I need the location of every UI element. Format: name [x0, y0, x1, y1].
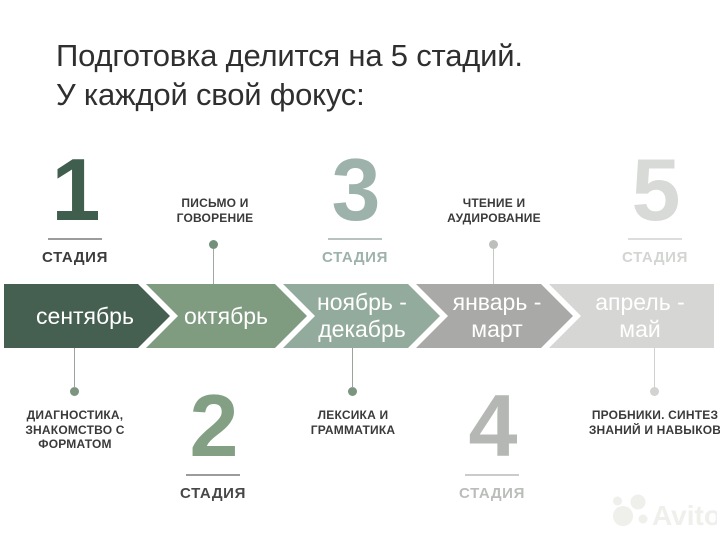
timeline-arrow-apr-may	[549, 284, 714, 348]
month-label-apr-may: апрель - май	[565, 284, 715, 348]
avito-logo-icon	[613, 496, 622, 506]
timeline-band	[4, 284, 714, 348]
stage-caption-1: СТАДИЯ	[42, 249, 108, 266]
month-line: декабрь	[318, 316, 406, 342]
avito-logo-icon	[638, 514, 648, 524]
stage-caption-5: СТАДИЯ	[622, 249, 688, 266]
page-title-line2: У каждой свой фокус:	[56, 77, 365, 112]
avito-watermark-text: Avito	[652, 500, 717, 531]
callout-mock-tests: ПРОБНИКИ. СИНТЕЗ ЗНАНИЙ И НАВЫКОВ	[565, 408, 720, 437]
stage-block-3: 3 СТАДИЯ	[300, 140, 410, 267]
stage-number-5: 5	[631, 140, 681, 239]
avito-logo-icon	[630, 494, 646, 510]
connector-line	[74, 348, 75, 388]
stage-rule-5	[628, 238, 682, 240]
connector-dot	[489, 240, 498, 249]
callout-line: ЗНАКОМСТВО С	[25, 422, 125, 437]
stage-number-4: 4	[468, 376, 518, 475]
month-line: ноябрь -	[317, 289, 407, 315]
month-line: январь -	[452, 289, 542, 315]
timeline-arrow-october	[146, 284, 307, 348]
connector-line	[493, 249, 494, 284]
connector-dot	[209, 240, 218, 249]
connector-line	[352, 348, 353, 388]
stage-rule-1	[48, 238, 102, 240]
stage-block-5: 5 СТАДИЯ	[600, 140, 710, 267]
stage-rule-2	[186, 474, 240, 476]
stage-block-4: 4 СТАДИЯ	[437, 376, 547, 503]
stage-caption-4: СТАДИЯ	[459, 485, 525, 502]
callout-writing-speaking: ПИСЬМО И ГОВОРЕНИЕ	[135, 196, 295, 225]
callout-line: ФОРМАТОМ	[38, 437, 112, 451]
callout-line: ЛЕКСИКА И	[317, 408, 389, 422]
stage-caption-3: СТАДИЯ	[322, 249, 388, 266]
page-title: Подготовка делится на 5 стадий. У каждой…	[56, 36, 523, 114]
month-line: март	[471, 316, 523, 342]
callout-line: АУДИРОВАНИЕ	[447, 210, 541, 225]
stage-caption-2: СТАДИЯ	[180, 485, 246, 502]
callout-diagnostics-format: ДИАГНОСТИКА, ЗНАКОМСТВО С ФОРМАТОМ	[0, 408, 155, 452]
page-title-line1: Подготовка делится на 5 стадий.	[56, 38, 523, 73]
callout-line: ПИСЬМО И	[181, 196, 249, 210]
callout-line: ПРОБНИКИ. СИНТЕЗ	[591, 408, 719, 422]
callout-line: ЗНАНИЙ И НАВЫКОВ	[588, 422, 720, 437]
month-label-september: сентябрь	[8, 284, 162, 348]
stage-number-1: 1	[51, 140, 101, 239]
month-line: сентябрь	[36, 302, 134, 329]
month-label-jan-mar: январь - март	[426, 284, 568, 348]
timeline-arrow-september	[4, 284, 170, 348]
callout-line: ЧТЕНИЕ И	[462, 196, 526, 210]
stage-rule-3	[328, 238, 382, 240]
callout-reading-listening: ЧТЕНИЕ И АУДИРОВАНИЕ	[414, 196, 574, 225]
connector-dot	[70, 387, 79, 396]
stage-block-2: 2 СТАДИЯ	[158, 376, 268, 503]
callout-line: ГРАММАТИКА	[310, 422, 396, 437]
month-label-nov-dec: ноябрь - декабрь	[291, 284, 433, 348]
connector-line	[654, 348, 655, 388]
connector-dot	[650, 387, 659, 396]
connector-dot	[348, 387, 357, 396]
stage-rule-4	[465, 474, 519, 476]
avito-logo-icon	[613, 506, 633, 526]
month-line: апрель -	[595, 289, 685, 315]
callout-line: ДИАГНОСТИКА,	[26, 408, 124, 422]
avito-watermark: Avito	[613, 494, 717, 531]
connector-line	[213, 249, 214, 284]
timeline-arrow-nov-dec	[283, 284, 440, 348]
timeline-arrow-jan-mar	[416, 284, 573, 348]
callout-vocabulary-grammar: ЛЕКСИКА И ГРАММАТИКА	[273, 408, 433, 437]
month-line: май	[619, 316, 661, 342]
stage-block-1: 1 СТАДИЯ	[20, 140, 130, 267]
callout-line: ГОВОРЕНИЕ	[176, 210, 254, 225]
month-line: октябрь	[183, 302, 269, 329]
stage-number-2: 2	[189, 376, 239, 475]
stage-number-3: 3	[331, 140, 381, 239]
month-label-october: октябрь	[155, 284, 297, 348]
